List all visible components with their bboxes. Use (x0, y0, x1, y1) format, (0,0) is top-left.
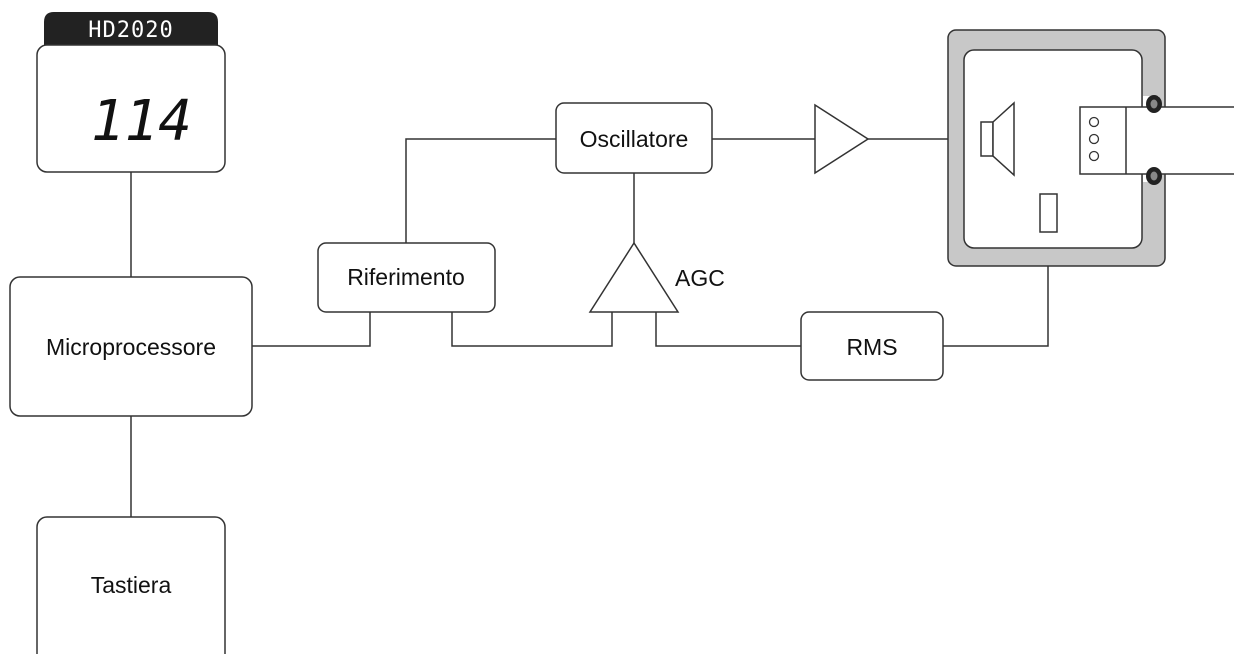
amplifier-triangle-icon (814, 103, 870, 175)
link-microphone-rms (943, 232, 1049, 347)
microphone-icon (1039, 193, 1058, 233)
reference-label: Riferimento (347, 264, 465, 290)
model-label: HD2020 (88, 18, 173, 43)
oscillator-block: Oscillatore (555, 102, 713, 174)
speaker-cone (992, 101, 1015, 177)
speaker-icon (980, 101, 1015, 177)
agc-triangle-icon (588, 241, 680, 313)
agc-block: AGC (588, 241, 725, 313)
agc-label: AGC (675, 265, 725, 291)
device-display: HD2020 114 (36, 12, 226, 173)
probe-icon (1079, 95, 1234, 185)
rms-block: RMS (800, 311, 944, 381)
probe-hole (1088, 150, 1100, 162)
link-microprocessor-reference (252, 312, 371, 347)
acoustic-chamber (947, 29, 1234, 267)
keyboard-box (36, 516, 226, 654)
rms-label: RMS (846, 334, 897, 360)
seal-ring-bottom-inner (1150, 171, 1158, 181)
probe-body (1079, 106, 1234, 175)
keyboard-block: Tastiera (36, 516, 226, 654)
display-value: 114 (91, 89, 192, 154)
seal-ring-top-inner (1150, 99, 1158, 109)
probe-hole (1088, 116, 1100, 128)
oscillator-label: Oscillatore (580, 126, 689, 152)
speaker-magnet (980, 121, 994, 157)
keyboard-label: Tastiera (91, 572, 172, 598)
microprocessor-label: Microprocessore (46, 334, 216, 360)
reference-block: Riferimento (317, 242, 496, 313)
probe-hole (1088, 133, 1100, 145)
link-reference-oscillator (405, 138, 556, 243)
link-reference-agc (451, 312, 613, 347)
microprocessor-block: Microprocessore (9, 276, 253, 417)
model-tab (44, 12, 218, 45)
link-rms-agc (655, 312, 801, 347)
